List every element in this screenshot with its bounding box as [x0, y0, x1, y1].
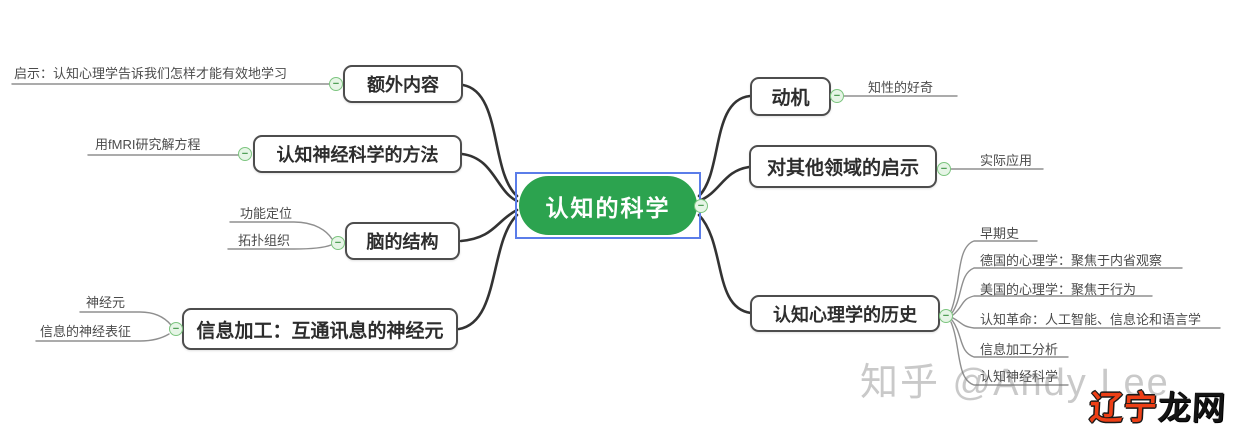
site-logo: 辽宁龙网: [1089, 381, 1228, 429]
leaf-line: [35, 333, 170, 342]
minus-glyph: −: [697, 199, 705, 212]
topic-label: 对其他领域的启示: [766, 158, 919, 179]
collapse-icon[interactable]: −: [331, 236, 345, 250]
collapse-icon[interactable]: −: [169, 322, 183, 336]
leaf-line: [950, 321, 1069, 386]
leaf-line: [950, 240, 1038, 312]
leaf-line: [951, 267, 1183, 314]
topic-cognitive-neuroscience-methods[interactable]: 认知神经科学的方法: [253, 135, 462, 173]
leaf-label[interactable]: 德国的心理学：聚焦于内省观察: [980, 253, 1163, 268]
leaf-label[interactable]: 用fMRI研究解方程: [95, 137, 201, 152]
central-topic[interactable]: 认知的科学: [519, 176, 697, 235]
topic-brain-structure[interactable]: 脑的结构: [345, 222, 460, 260]
topic-label: 认知心理学的历史: [773, 304, 917, 325]
minus-glyph: −: [942, 309, 950, 322]
leaf-line: [951, 319, 1069, 358]
leaf-label[interactable]: 功能定位: [240, 206, 293, 221]
leaf-line: [952, 295, 1153, 316]
branch-curve: [461, 83, 519, 198]
leaf-label[interactable]: 信息的神经表征: [40, 324, 132, 339]
zhihu-watermark: 知乎 @Andy Lee: [860, 362, 1170, 404]
collapse-icon[interactable]: −: [830, 89, 844, 103]
branch-curve: [697, 94, 752, 198]
leaf-label[interactable]: 神经元: [86, 295, 126, 310]
branch-curve: [457, 213, 519, 331]
central-topic-label: 认知的科学: [545, 194, 671, 221]
leaf-line: [227, 244, 332, 250]
collapse-icon[interactable]: −: [329, 77, 343, 91]
collapse-icon[interactable]: −: [694, 199, 708, 213]
topic-information-processing[interactable]: 信息加工：互通讯息的神经元: [182, 308, 458, 350]
minus-glyph: −: [172, 322, 180, 335]
topic-history-of-cognitive-psychology[interactable]: 认知心理学的历史: [750, 295, 940, 332]
minus-glyph: −: [334, 236, 342, 249]
topic-label: 认知神经科学的方法: [276, 145, 439, 165]
leaf-line: [79, 311, 172, 326]
topic-label: 额外内容: [367, 75, 439, 95]
minus-glyph: −: [241, 147, 249, 160]
leaf-label[interactable]: 美国的心理学：聚焦于行为: [980, 282, 1137, 297]
topic-additional-content[interactable]: 额外内容: [343, 65, 463, 103]
topic-label: 动机: [771, 88, 810, 109]
site-logo-black-part: 龙网: [1156, 389, 1227, 426]
site-logo-red-part: 辽宁: [1088, 389, 1159, 426]
topic-implications-other-fields[interactable]: 对其他领域的启示: [749, 145, 937, 188]
collapse-icon[interactable]: −: [238, 147, 252, 161]
leaf-line: [952, 317, 1221, 329]
topic-label: 信息加工：互通讯息的神经元: [196, 320, 444, 342]
collapse-icon[interactable]: −: [937, 162, 951, 176]
leaf-label[interactable]: 启示：认知心理学告诉我们怎样才能有效地学习: [14, 66, 288, 81]
branch-curve: [459, 208, 519, 243]
leaf-label[interactable]: 实际应用: [980, 153, 1033, 168]
collapse-icon[interactable]: −: [939, 309, 953, 323]
minus-glyph: −: [833, 89, 841, 102]
minus-glyph: −: [332, 77, 340, 90]
leaf-label[interactable]: 拓扑组织: [238, 233, 291, 248]
topic-label: 脑的结构: [366, 232, 439, 252]
leaf-label[interactable]: 认知神经科学: [980, 369, 1059, 384]
leaf-line: [229, 221, 333, 240]
branch-curve: [460, 152, 519, 203]
leaf-label[interactable]: 知性的好奇: [868, 80, 934, 95]
branch-curve: [697, 213, 753, 315]
topic-motivation[interactable]: 动机: [750, 77, 831, 116]
leaf-label[interactable]: 认知革命：人工智能、信息论和语言学: [980, 312, 1202, 327]
leaf-label[interactable]: 信息加工分析: [980, 342, 1059, 357]
leaf-label[interactable]: 早期史: [980, 226, 1020, 241]
minus-glyph: −: [940, 162, 948, 175]
branch-curve: [697, 165, 751, 203]
